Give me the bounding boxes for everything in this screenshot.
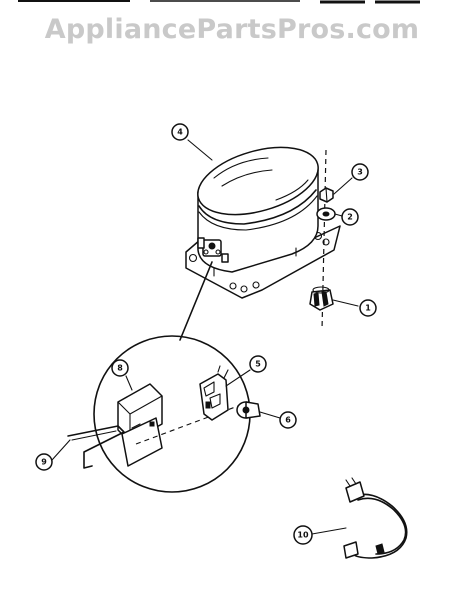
callout-5: 5 xyxy=(249,355,267,373)
watermark-text: AppliancePartsPros.com xyxy=(44,14,420,45)
cord-connector xyxy=(343,541,359,559)
callout-9: 9 xyxy=(35,453,53,471)
rubber-grommet xyxy=(309,286,334,311)
leader-line xyxy=(311,527,347,535)
cord-plug xyxy=(345,481,365,503)
detail-leader-line xyxy=(179,261,213,341)
svg-text:5: 5 xyxy=(255,360,261,369)
callout-3: 3 xyxy=(351,163,369,181)
svg-text:1: 1 xyxy=(365,304,371,313)
compressor-dome xyxy=(197,146,319,216)
svg-text:3: 3 xyxy=(357,168,363,177)
base-hole xyxy=(188,253,198,263)
overload-protector xyxy=(236,401,261,419)
power-cord xyxy=(343,477,408,559)
callout-2: 2 xyxy=(341,208,359,226)
mount-center-line xyxy=(321,149,327,331)
mounting-washer xyxy=(316,207,336,221)
base-hole xyxy=(252,281,260,289)
tube-stub xyxy=(197,237,205,249)
leader-line xyxy=(332,299,359,307)
leader-line xyxy=(259,411,281,419)
svg-text:6: 6 xyxy=(285,416,291,425)
base-hole xyxy=(240,285,248,293)
svg-text:2: 2 xyxy=(347,213,353,222)
compressor xyxy=(185,146,341,299)
terminal-pin xyxy=(208,242,216,250)
svg-text:8: 8 xyxy=(117,364,123,373)
relay-cover xyxy=(117,383,163,467)
start-relay xyxy=(199,365,229,421)
compressor-seam xyxy=(198,195,318,231)
compressor-seam xyxy=(198,189,317,225)
svg-text:4: 4 xyxy=(177,128,183,137)
leader-line xyxy=(187,139,213,161)
mounting-nut xyxy=(319,187,334,203)
callout-6: 6 xyxy=(279,411,297,429)
leader-line xyxy=(225,369,251,387)
svg-text:9: 9 xyxy=(41,458,47,467)
base-hole xyxy=(322,238,330,246)
leader-line xyxy=(51,439,71,461)
svg-text:10: 10 xyxy=(297,531,309,540)
leader-line xyxy=(333,177,353,195)
retainer-clip xyxy=(67,425,125,469)
callout-10: 10 xyxy=(293,525,313,545)
top-edge-marks xyxy=(18,0,420,4)
base-hole xyxy=(229,282,237,290)
leader-line xyxy=(125,375,133,391)
callout-8: 8 xyxy=(111,359,129,377)
callout-1: 1 xyxy=(359,299,377,317)
tube-stub xyxy=(221,253,229,263)
leader-line xyxy=(334,213,343,217)
callout-4: 4 xyxy=(171,123,189,141)
